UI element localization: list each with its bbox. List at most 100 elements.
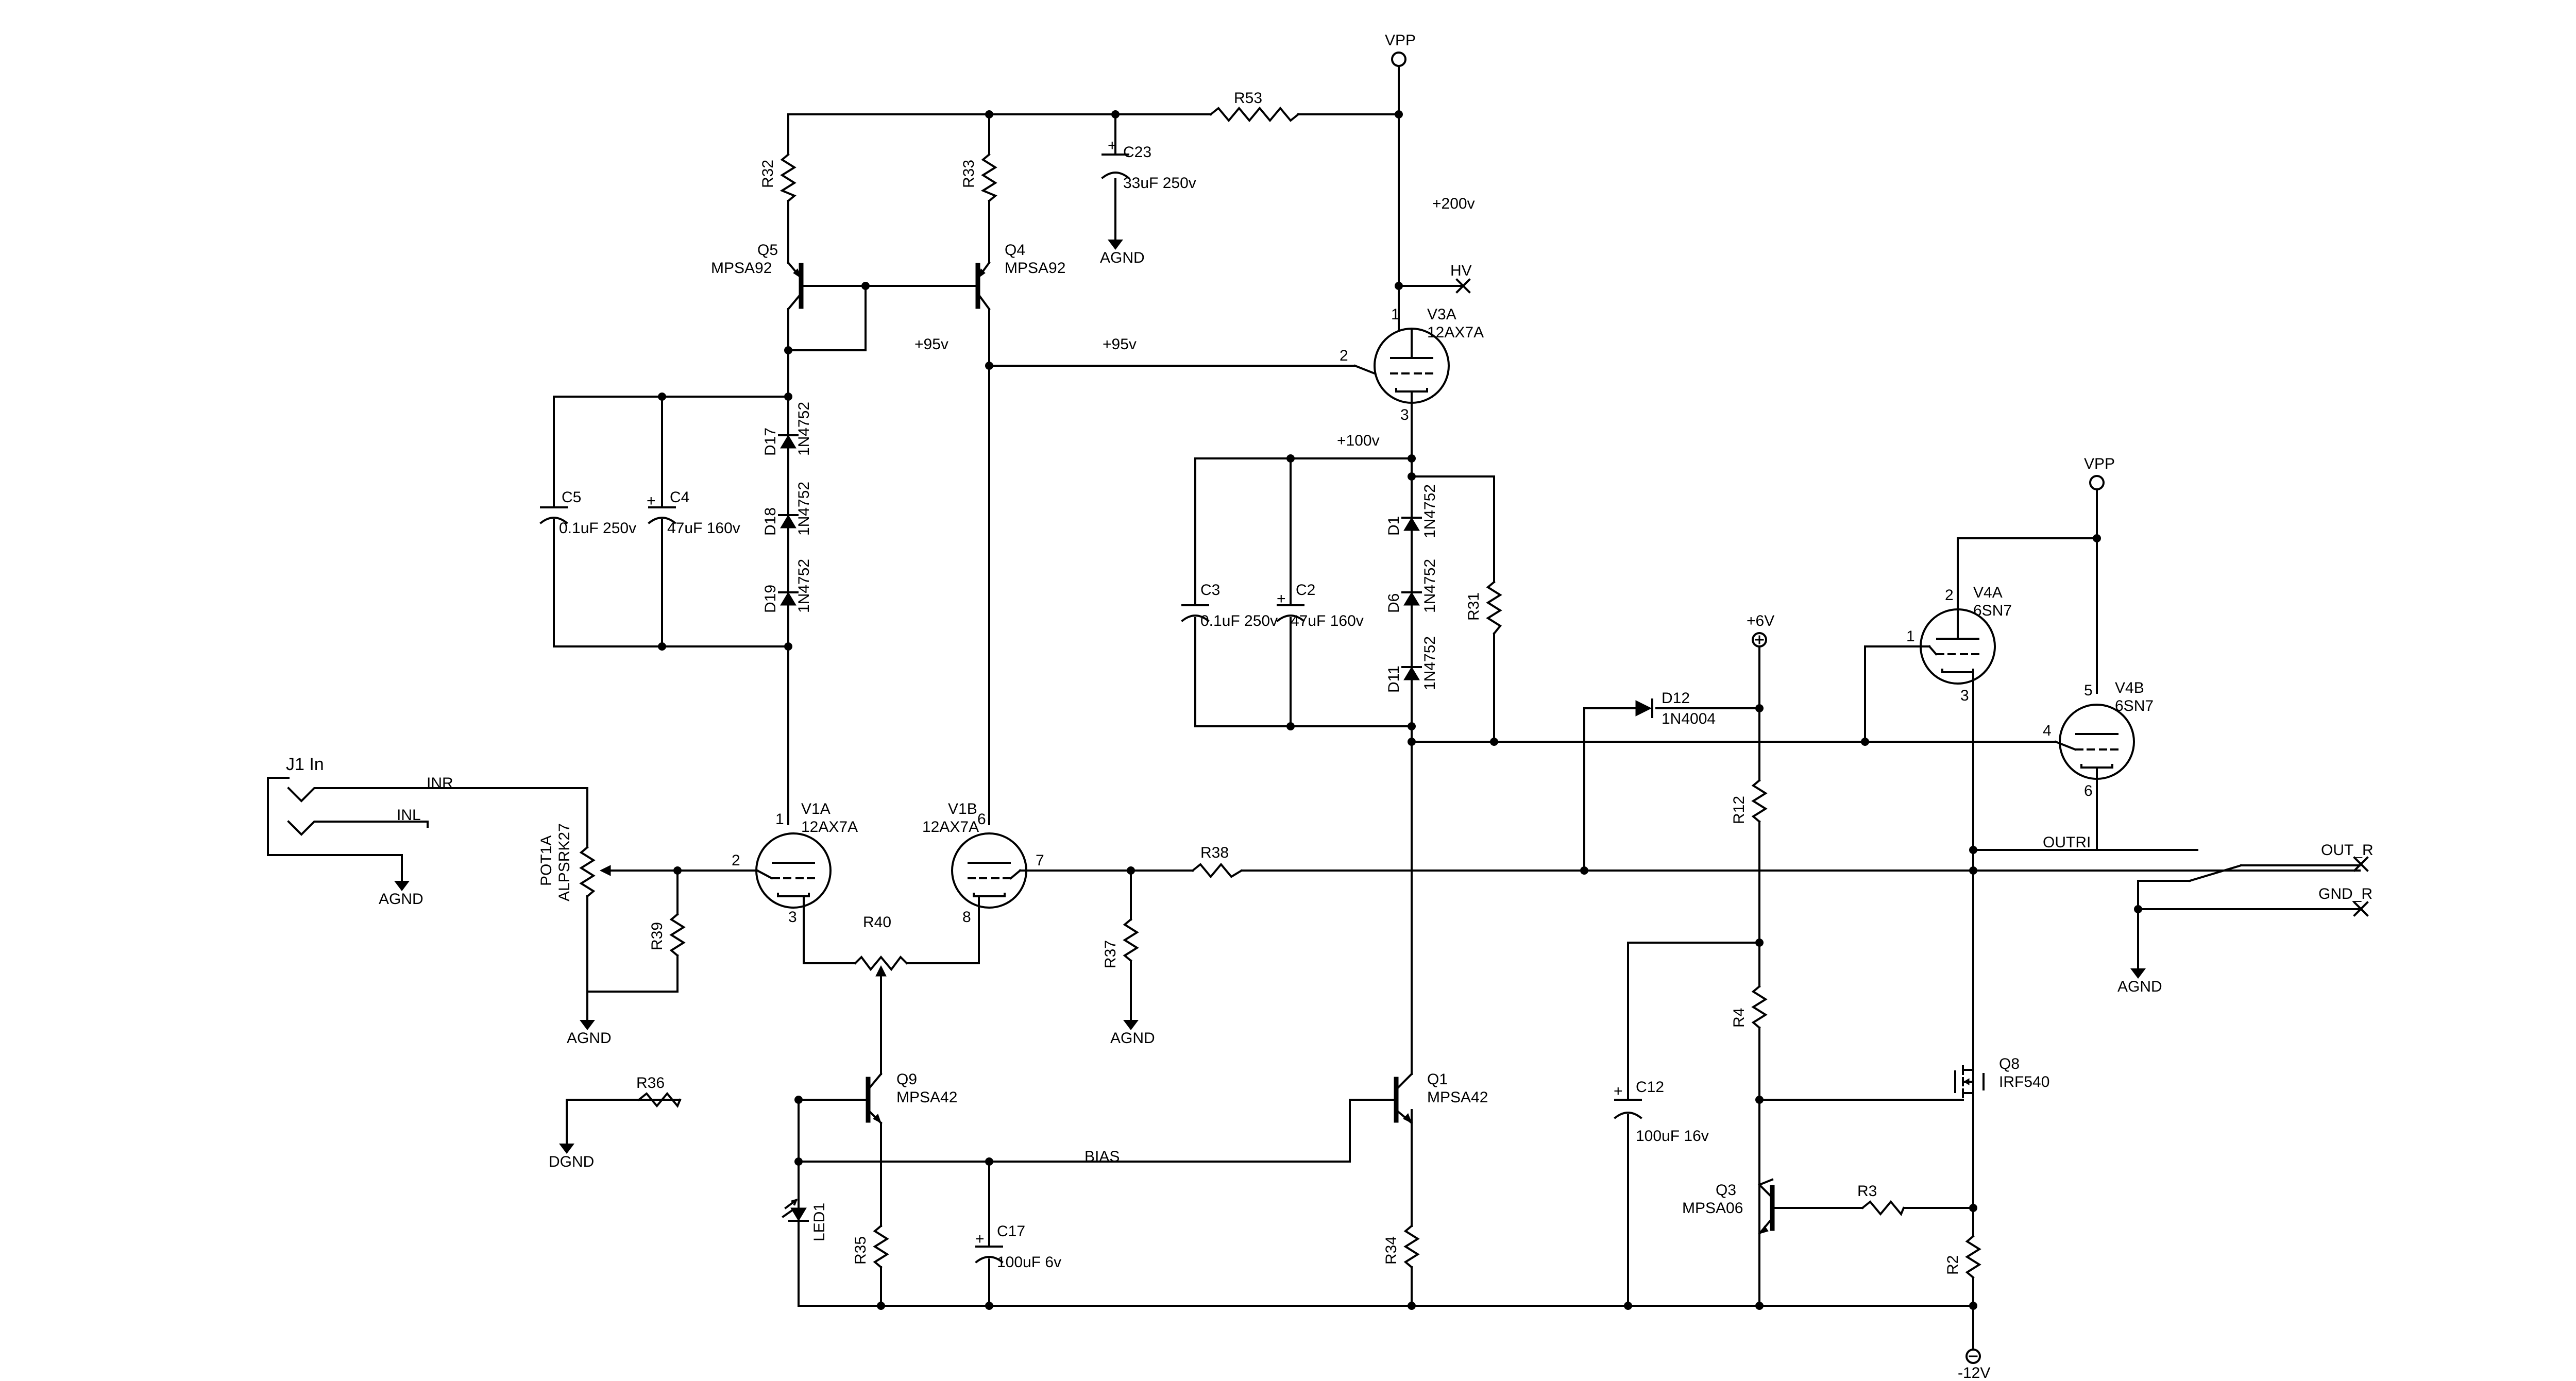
v3a-value: 12AX7A bbox=[1427, 324, 1484, 341]
r32-label: R32 bbox=[759, 160, 776, 188]
d19-value: 1N4752 bbox=[795, 559, 812, 613]
c12-ref: C12 bbox=[1636, 1079, 1664, 1096]
r40-label: R40 bbox=[863, 914, 891, 931]
c2-plus: + bbox=[1277, 590, 1286, 607]
c4-plus: + bbox=[647, 492, 656, 509]
r12-label: R12 bbox=[1731, 796, 1748, 824]
transistor-q3: Q3 MPSA06 bbox=[1682, 1182, 1775, 1235]
d17-value: 1N4752 bbox=[795, 402, 812, 456]
transistor-q9: Q9 MPSA42 bbox=[866, 1071, 957, 1124]
plus95-label-b: +95v bbox=[1103, 336, 1137, 353]
transistor-q4: Q4 MPSA92 bbox=[975, 242, 1065, 311]
resistor-r4: R4 bbox=[1731, 985, 1768, 1029]
r3-label: R3 bbox=[1857, 1183, 1877, 1200]
r53-label: R53 bbox=[1234, 90, 1262, 107]
tube-v1a: 1 2 3 V1A 12AX7A bbox=[732, 800, 858, 926]
resistor-r37: R37 bbox=[1102, 918, 1139, 968]
q3-ref: Q3 bbox=[1716, 1182, 1736, 1199]
resistor-r32: R32 bbox=[759, 153, 796, 202]
q5-ref: Q5 bbox=[757, 242, 778, 259]
d6-value: 1N4752 bbox=[1421, 559, 1438, 613]
v1a-pin2: 2 bbox=[732, 852, 740, 869]
vpp-terminal-top: VPP bbox=[1385, 32, 1416, 67]
gnd-r-label: GND_R bbox=[2318, 885, 2372, 902]
r34-label: R34 bbox=[1383, 1236, 1400, 1265]
ground-c23-icon: AGND bbox=[1100, 237, 1145, 266]
r37-label: R37 bbox=[1102, 940, 1119, 968]
q4-ref: Q4 bbox=[1005, 242, 1025, 259]
transistor-q5: Q5 MPSA92 bbox=[711, 242, 804, 311]
v1a-ref: V1A bbox=[801, 800, 831, 817]
v1b-ref: V1B bbox=[948, 800, 977, 817]
tube-v3a: 1 2 3 V3A 12AX7A bbox=[1340, 306, 1484, 423]
resistor-r3: R3 bbox=[1857, 1183, 1905, 1216]
r31-label: R31 bbox=[1465, 592, 1482, 621]
v4a-ref: V4A bbox=[1973, 584, 2003, 601]
c23-value: 33uF 250v bbox=[1123, 175, 1196, 192]
capacitor-c2: + C2 47uF 160v bbox=[1276, 582, 1364, 629]
v1a-pin3: 3 bbox=[788, 909, 797, 926]
resistor-r35: R35 bbox=[852, 1224, 889, 1269]
transistor-q1: Q1 MPSA42 bbox=[1394, 1071, 1488, 1124]
v1b-pin6: 6 bbox=[977, 811, 986, 828]
d11-ref: D11 bbox=[1385, 666, 1402, 693]
out-r-label: OUT_R bbox=[2321, 842, 2374, 859]
out-gnd-label: AGND bbox=[2117, 978, 2162, 995]
vpp-right-label: VPP bbox=[2084, 455, 2115, 472]
r38-label: R38 bbox=[1200, 844, 1229, 861]
d17-ref: D17 bbox=[762, 428, 779, 456]
resistor-r36: R36 bbox=[636, 1075, 682, 1108]
diode-d12: D12 1N4004 bbox=[1635, 690, 1716, 727]
hv-terminal-icon: HV bbox=[1450, 262, 1472, 294]
plus200-label: +200v bbox=[1432, 195, 1475, 212]
v3a-ref: V3A bbox=[1427, 306, 1456, 323]
j1-ref: J1 In bbox=[286, 755, 324, 774]
c4-ref: C4 bbox=[670, 489, 689, 506]
c5-value: 0.1uF 250v bbox=[559, 520, 636, 537]
outri-label: OUTRI bbox=[2043, 834, 2091, 851]
r2-label: R2 bbox=[1944, 1255, 1961, 1275]
minus12v-terminal: -12V bbox=[1958, 1349, 1990, 1381]
q4-value: MPSA92 bbox=[1005, 260, 1065, 277]
q9-ref: Q9 bbox=[896, 1071, 917, 1088]
out-r-terminal-icon bbox=[2353, 856, 2369, 872]
capacitor-c4: + C4 47uF 160v bbox=[647, 489, 740, 537]
c12-plus: + bbox=[1614, 1083, 1623, 1100]
d18-ref: D18 bbox=[762, 507, 779, 536]
v4b-pin4: 4 bbox=[2043, 722, 2052, 739]
tube-v4b: 5 4 6 V4B 6SN7 bbox=[2043, 679, 2154, 799]
vpp-terminal-right: VPP bbox=[2084, 455, 2115, 490]
vpp-top-label: VPP bbox=[1385, 32, 1416, 49]
c17-plus: + bbox=[975, 1231, 985, 1248]
v3a-pin1: 1 bbox=[1391, 306, 1400, 323]
d19-ref: D19 bbox=[762, 585, 779, 613]
plus6v-terminal: +6V bbox=[1747, 612, 1774, 647]
r36-label: R36 bbox=[636, 1075, 665, 1092]
pot-pot1a: POT1A ALPSRK27 bbox=[538, 823, 612, 901]
led-led1: LED1 bbox=[782, 1198, 828, 1241]
r35-label: R35 bbox=[852, 1236, 869, 1265]
q3-value: MPSA06 bbox=[1682, 1200, 1743, 1217]
r33-label: R33 bbox=[960, 160, 977, 188]
capacitor-c5: C5 0.1uF 250v bbox=[539, 489, 636, 537]
dgnd-label: DGND bbox=[549, 1153, 594, 1170]
resistor-r39: R39 bbox=[649, 913, 686, 957]
d1-ref: D1 bbox=[1385, 516, 1402, 536]
resistor-r34: R34 bbox=[1383, 1224, 1420, 1269]
r37-gnd-label: AGND bbox=[1110, 1030, 1155, 1047]
input-jack-j1: J1 In INR INL bbox=[267, 755, 453, 836]
v4b-pin5: 5 bbox=[2084, 682, 2093, 699]
r4-label: R4 bbox=[1731, 1008, 1748, 1028]
v1b-pin8: 8 bbox=[962, 909, 971, 926]
v4a-pin2: 2 bbox=[1945, 587, 1954, 604]
v1b-pin7: 7 bbox=[1036, 852, 1044, 869]
d12-value: 1N4004 bbox=[1662, 710, 1716, 727]
c2-ref: C2 bbox=[1296, 582, 1315, 599]
v4b-value: 6SN7 bbox=[2115, 697, 2154, 714]
led1-ref: LED1 bbox=[811, 1203, 828, 1241]
ground-out-icon: AGND bbox=[2117, 968, 2162, 995]
tube-v4a: 2 1 3 V4A 6SN7 bbox=[1906, 584, 2012, 704]
plus95-label-a: +95v bbox=[914, 336, 948, 353]
c5-ref: C5 bbox=[562, 489, 581, 506]
q5-value: MPSA92 bbox=[711, 260, 772, 277]
